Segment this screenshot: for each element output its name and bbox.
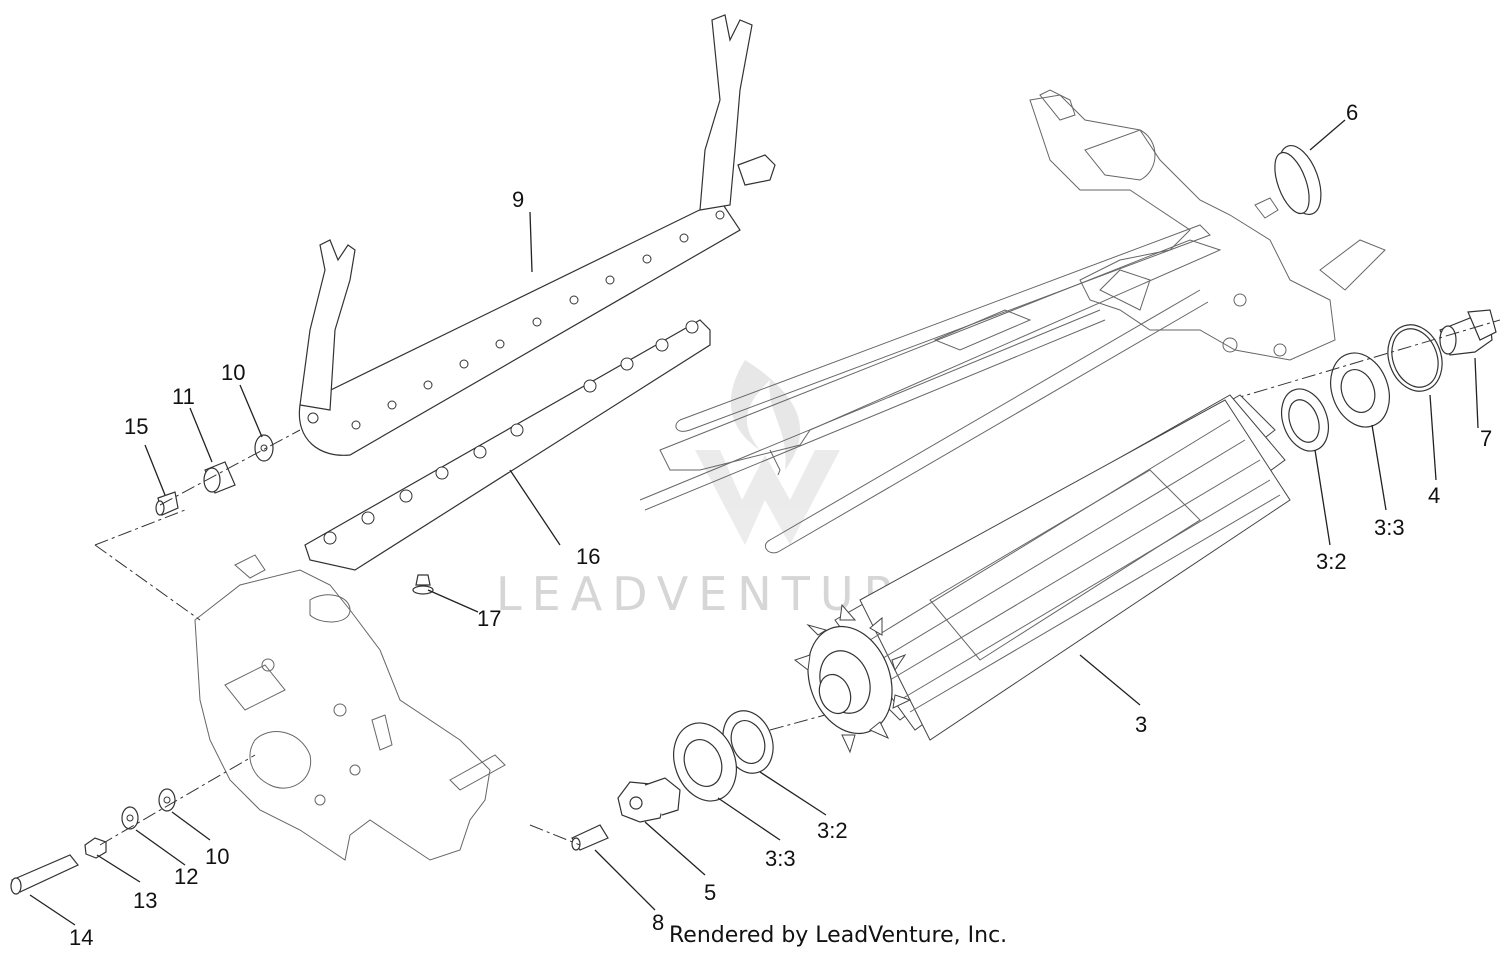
callout-7: 7	[1480, 426, 1492, 451]
assembly-axis-left	[94, 509, 186, 546]
callout-10-bottom: 10	[205, 844, 229, 869]
callout-16: 16	[576, 544, 600, 569]
part-11-bushing	[203, 461, 236, 494]
part-10-washer-bottom	[158, 788, 176, 812]
callout-3-3-bottom: 3:3	[765, 846, 796, 871]
part-10-washer-top	[254, 434, 274, 462]
part-12-washer	[121, 806, 139, 830]
assembly-axis-reel	[769, 714, 826, 731]
assembly-axis-top-left	[159, 429, 301, 506]
part-3-3-bearing-bottom	[673, 722, 737, 802]
cutting-unit-frame	[639, 89, 1386, 554]
callout-6: 6	[1346, 100, 1358, 125]
assembly-axis-left-2	[94, 544, 201, 621]
callout-9: 9	[512, 187, 524, 212]
callout-3: 3	[1135, 712, 1147, 737]
part-14-stud	[10, 854, 79, 895]
callout-4: 4	[1428, 483, 1440, 508]
part-5-nut	[617, 777, 681, 823]
callout-12: 12	[174, 864, 198, 889]
callout-3-2-right: 3:2	[1316, 549, 1347, 574]
callout-13: 13	[133, 888, 157, 913]
callout-15: 15	[124, 414, 148, 439]
assembly-axis-bottom-left	[99, 754, 256, 846]
callout-labels: 9 10 11 15 16 17 6 7 4 3:3 3:2 3 3:2 3:3…	[69, 100, 1492, 950]
callout-14: 14	[69, 925, 93, 950]
part-8-spacer	[571, 824, 609, 851]
leader-lines	[29, 119, 1479, 926]
watermark-logo-icon	[695, 360, 840, 545]
rendered-by-footer: Rendered by LeadVenture, Inc.	[669, 923, 1007, 948]
part-6-cap	[1274, 145, 1322, 215]
assembly-axis-right	[1229, 319, 1500, 401]
part-3-reel	[793, 394, 1291, 754]
part-13-nut	[84, 837, 107, 859]
callout-5: 5	[704, 880, 716, 905]
part-7-fitting	[1439, 309, 1497, 356]
part-17-screw	[412, 574, 434, 595]
assembly-axis-bottom	[529, 824, 581, 846]
callout-10-top: 10	[221, 360, 245, 385]
part-9-roller-bracket	[298, 14, 776, 456]
callout-3-2-bottom: 3:2	[817, 818, 848, 843]
callout-8: 8	[652, 910, 664, 935]
part-15-bushing	[155, 491, 179, 516]
part-16-bedknife	[304, 319, 711, 571]
callout-17: 17	[477, 606, 501, 631]
part-3-2-seal-right	[1281, 388, 1329, 452]
side-plate-left	[194, 554, 506, 861]
callout-11: 11	[172, 384, 195, 409]
callout-3-3-right: 3:3	[1374, 515, 1405, 540]
part-3-3-bearing-right	[1330, 352, 1390, 428]
